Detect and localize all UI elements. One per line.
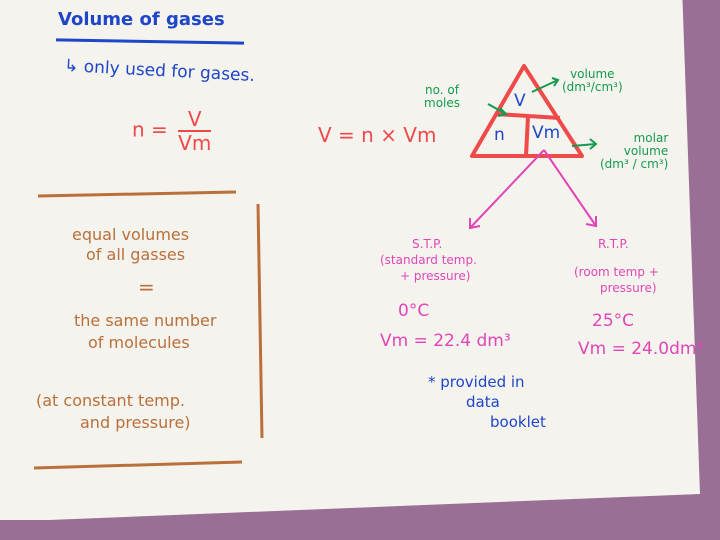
label-molar-volume-line1: molar xyxy=(633,131,669,145)
green-pointers xyxy=(487,77,598,150)
label-moles-line2: moles xyxy=(424,96,460,111)
formula-v: V = n × Vm xyxy=(318,123,437,147)
box-line-2: of all gasses xyxy=(86,245,186,264)
stp-sub-2: + pressure) xyxy=(400,269,471,283)
label-molar-volume-line2: volume xyxy=(623,144,669,159)
stp-sub-1: (standard temp. xyxy=(380,253,477,267)
pink-arrows xyxy=(469,149,597,230)
label-volume-line2: (dm³/cm³) xyxy=(562,80,623,95)
paper-sheet xyxy=(0,0,700,520)
rtp-sub-1: (room temp + xyxy=(574,265,659,279)
stp-temp: 0°C xyxy=(398,301,430,321)
rtp-title: R.T.P. xyxy=(598,237,629,251)
note-line-1: * provided in xyxy=(428,373,525,391)
triangle-v: V xyxy=(514,91,526,111)
note-line-2: data xyxy=(466,393,500,411)
label-volume-line1: volume xyxy=(570,67,615,81)
rtp-vm: Vm = 24.0dm³ xyxy=(578,339,704,359)
formula-n-denominator: Vm xyxy=(178,131,212,155)
stp-vm: Vm = 22.4 dm³ xyxy=(380,331,511,351)
triangle-vm: Vm xyxy=(532,123,561,143)
formula-n-numerator: V xyxy=(178,108,212,132)
formula-n-lhs: n = xyxy=(132,117,168,142)
rtp-temp: 25°C xyxy=(592,311,635,331)
formula-n: n = V Vm xyxy=(132,108,212,155)
box-line-1: equal volumes xyxy=(72,225,190,244)
label-moles: no. of moles xyxy=(424,83,460,111)
box-line-3: the same number xyxy=(74,311,217,330)
rtp-sub-2: pressure) xyxy=(600,281,657,295)
note-line-3: booklet xyxy=(490,413,546,431)
brown-rule-lines xyxy=(33,190,264,470)
triangle-n: n xyxy=(494,125,505,145)
stp-title: S.T.P. xyxy=(412,237,443,251)
label-molar-volume: molar volume (dm³ / cm³) xyxy=(600,131,669,172)
label-molar-volume-line3: (dm³ / cm³) xyxy=(600,157,669,172)
box-equals: = xyxy=(138,275,155,299)
box-line-4: of molecules xyxy=(88,333,190,352)
label-volume: volume (dm³/cm³) xyxy=(562,67,623,95)
page-title: Volume of gases xyxy=(58,9,225,30)
box-line-5: (at constant temp. xyxy=(36,391,185,410)
box-line-6: and pressure) xyxy=(80,413,191,432)
formula-n-fraction: V Vm xyxy=(178,108,212,155)
label-moles-line1: no. of xyxy=(425,83,459,97)
